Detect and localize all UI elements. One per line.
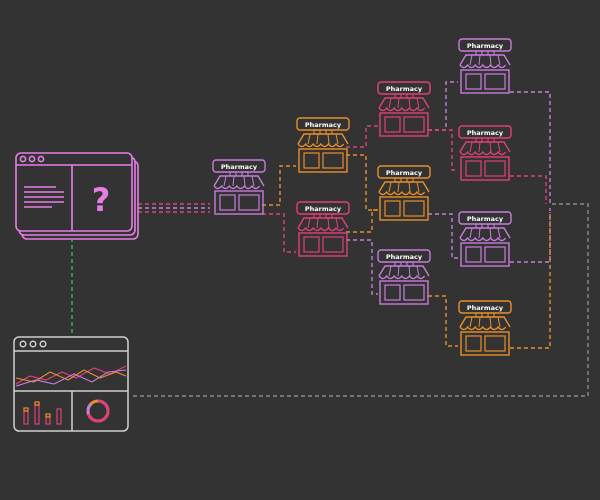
pharmacy-label: Pharmacy xyxy=(467,129,504,137)
pharmacy-label: Pharmacy xyxy=(305,205,342,213)
pharmacy-label: Pharmacy xyxy=(386,169,423,177)
connector-level4-3-bus xyxy=(510,208,551,263)
pharmacy-level4-4: Pharmacy xyxy=(458,300,512,356)
connector-level2bottom-level3-middle xyxy=(346,209,378,233)
line-chart-icon xyxy=(15,365,127,387)
connector-level3bottom-level4-4 xyxy=(428,295,458,347)
pharmacy-level3-middle: Pharmacy xyxy=(377,165,431,221)
dashboard-dot-1 xyxy=(19,340,27,348)
pharmacy-level4-2: Pharmacy xyxy=(458,125,512,181)
pharmacy-level1: Pharmacy xyxy=(212,159,266,215)
connector-level3top-level4-1 xyxy=(428,81,458,131)
connector-level1-level2-top xyxy=(262,165,296,206)
bar-chart-icon xyxy=(23,401,62,425)
window-dot-2 xyxy=(28,155,36,163)
pharmacy-label: Pharmacy xyxy=(386,85,423,93)
window-dot-3 xyxy=(37,155,45,163)
question-mark: ? xyxy=(92,181,111,219)
pharmacy-label: Pharmacy xyxy=(467,42,504,50)
connector-level4-2-bus xyxy=(510,175,547,204)
pharmacy-level2-bottom: Pharmacy xyxy=(296,201,350,257)
window-dot-1 xyxy=(19,155,27,163)
pharmacy-label: Pharmacy xyxy=(221,163,258,171)
pharmacy-label: Pharmacy xyxy=(305,121,342,129)
dashboard-frame xyxy=(13,336,129,432)
pharmacy-level2-top: Pharmacy xyxy=(296,117,350,173)
text-lines-icon xyxy=(24,186,64,208)
connector-level1-level2-bottom xyxy=(262,213,296,253)
connector-level2bottom-level3-bottom xyxy=(346,239,378,295)
pharmacy-label: Pharmacy xyxy=(467,304,504,312)
pharmacy-level4-3: Pharmacy xyxy=(458,211,512,267)
pharmacy-level3-bottom: Pharmacy xyxy=(377,249,431,305)
connectors xyxy=(71,81,589,397)
pharmacy-label: Pharmacy xyxy=(467,215,504,223)
connector-level4-4-bus xyxy=(510,212,551,349)
connector-level2top-level3-top xyxy=(346,125,378,148)
dashboard-dot-2 xyxy=(29,340,37,348)
window-frame xyxy=(15,152,133,232)
donut-chart-icon xyxy=(86,399,110,423)
connector-level4-1-bus xyxy=(510,91,551,204)
pharmacy-level4-1: Pharmacy xyxy=(458,38,512,94)
connector-level3top-level4-2 xyxy=(428,129,458,171)
pharmacy-label: Pharmacy xyxy=(386,253,423,261)
connector-bus-dashboard xyxy=(130,203,589,397)
analytics-dashboard-window xyxy=(13,336,129,432)
unknown-website-window: ? xyxy=(15,152,139,240)
pharmacy-level3-top: Pharmacy xyxy=(377,81,431,137)
connector-level3middle-level4-3 xyxy=(428,213,458,259)
dashboard-dot-3 xyxy=(39,340,47,348)
connector-level2top-level3-middle xyxy=(346,154,378,211)
